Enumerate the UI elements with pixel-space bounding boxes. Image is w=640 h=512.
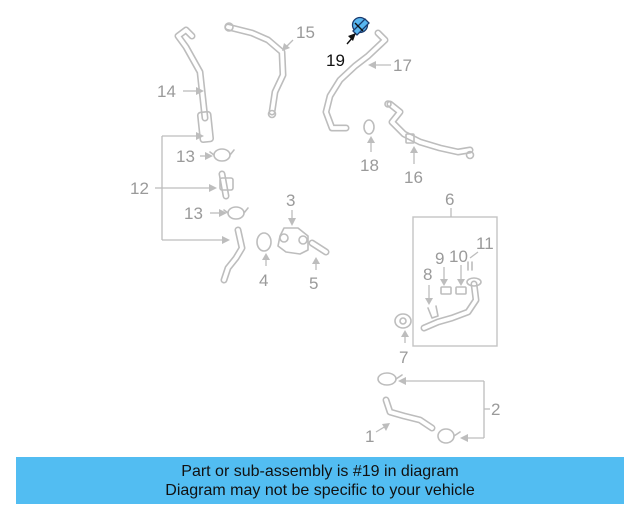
callout-4: 4 <box>259 271 268 290</box>
callout-11-leader <box>469 251 479 259</box>
part-7-clamp[interactable] <box>394 313 412 329</box>
callout-17: 17 <box>393 56 412 75</box>
callout-19-leader <box>346 33 356 45</box>
callout-12-bracket <box>155 132 230 244</box>
part-14-hose[interactable] <box>174 26 215 144</box>
callout-10: 10 <box>449 247 468 266</box>
callout-4-leader <box>262 253 270 266</box>
callout-1: 1 <box>365 427 374 446</box>
parts-diagram: 14 15 19 17 18 <box>130 16 500 446</box>
callout-13a-leader <box>200 152 213 160</box>
callout-13b-leader <box>210 209 227 217</box>
callout-7: 7 <box>399 348 408 367</box>
callout-2: 2 <box>491 400 500 419</box>
part-18-ring[interactable] <box>363 119 375 135</box>
part-5-pipe[interactable] <box>308 239 330 256</box>
callout-16-leader <box>410 146 418 164</box>
callout-15-leader <box>282 39 294 51</box>
part-13-clamp-upper[interactable] <box>209 148 235 162</box>
part-13-clamp-lower[interactable] <box>223 206 249 220</box>
callout-11: 11 <box>476 234 494 253</box>
callout-18: 18 <box>360 156 379 175</box>
part-6-group-box <box>412 216 498 347</box>
part-19-cap[interactable] <box>351 16 370 36</box>
callout-7-leader <box>401 330 409 343</box>
callout-2-bracket <box>398 377 490 442</box>
part-6-hose[interactable] <box>420 277 482 332</box>
callout-16: 16 <box>404 168 423 187</box>
callout-8: 8 <box>423 265 432 284</box>
info-banner: Part or sub-assembly is #19 in diagram D… <box>16 457 624 504</box>
part-4-ring[interactable] <box>256 232 272 252</box>
part-3-housing[interactable] <box>277 227 309 255</box>
callout-6: 6 <box>445 190 454 209</box>
callout-14-leader <box>183 87 204 95</box>
part-12-hose[interactable] <box>220 226 246 284</box>
callout-8-leader <box>425 285 433 305</box>
part-8-clamp[interactable] <box>427 305 439 319</box>
part-15-hose[interactable] <box>224 22 287 119</box>
callout-15: 15 <box>296 23 315 42</box>
part-12-connector[interactable] <box>218 170 234 200</box>
part-2-clamp-upper[interactable] <box>377 372 403 386</box>
callout-9-leader <box>440 267 448 286</box>
callout-13a: 13 <box>176 147 195 166</box>
callout-9: 9 <box>435 249 444 268</box>
callout-19: 19 <box>326 51 345 70</box>
part-10-fitting[interactable] <box>455 286 467 295</box>
callout-12: 12 <box>130 179 149 198</box>
callout-1-leader <box>375 423 390 433</box>
part-9-fitting[interactable] <box>440 286 452 295</box>
part-16-hose[interactable] <box>384 100 475 160</box>
banner-line-2: Diagram may not be specific to your vehi… <box>165 481 475 499</box>
part-1-hose[interactable] <box>382 396 436 432</box>
callout-17-leader <box>368 61 391 69</box>
callout-18-leader <box>367 136 375 152</box>
callout-3-leader <box>288 210 296 226</box>
callout-13b: 13 <box>184 204 203 223</box>
callout-5-leader <box>312 257 320 270</box>
part-2-clamp-lower[interactable] <box>437 428 461 444</box>
callout-3: 3 <box>286 191 295 210</box>
callout-5: 5 <box>309 274 318 293</box>
part-11-fitting[interactable] <box>467 261 473 271</box>
callout-10-leader <box>457 265 465 286</box>
callout-14: 14 <box>157 82 176 101</box>
banner-line-1: Part or sub-assembly is #19 in diagram <box>181 462 459 480</box>
part-17-pipe[interactable] <box>322 29 389 132</box>
